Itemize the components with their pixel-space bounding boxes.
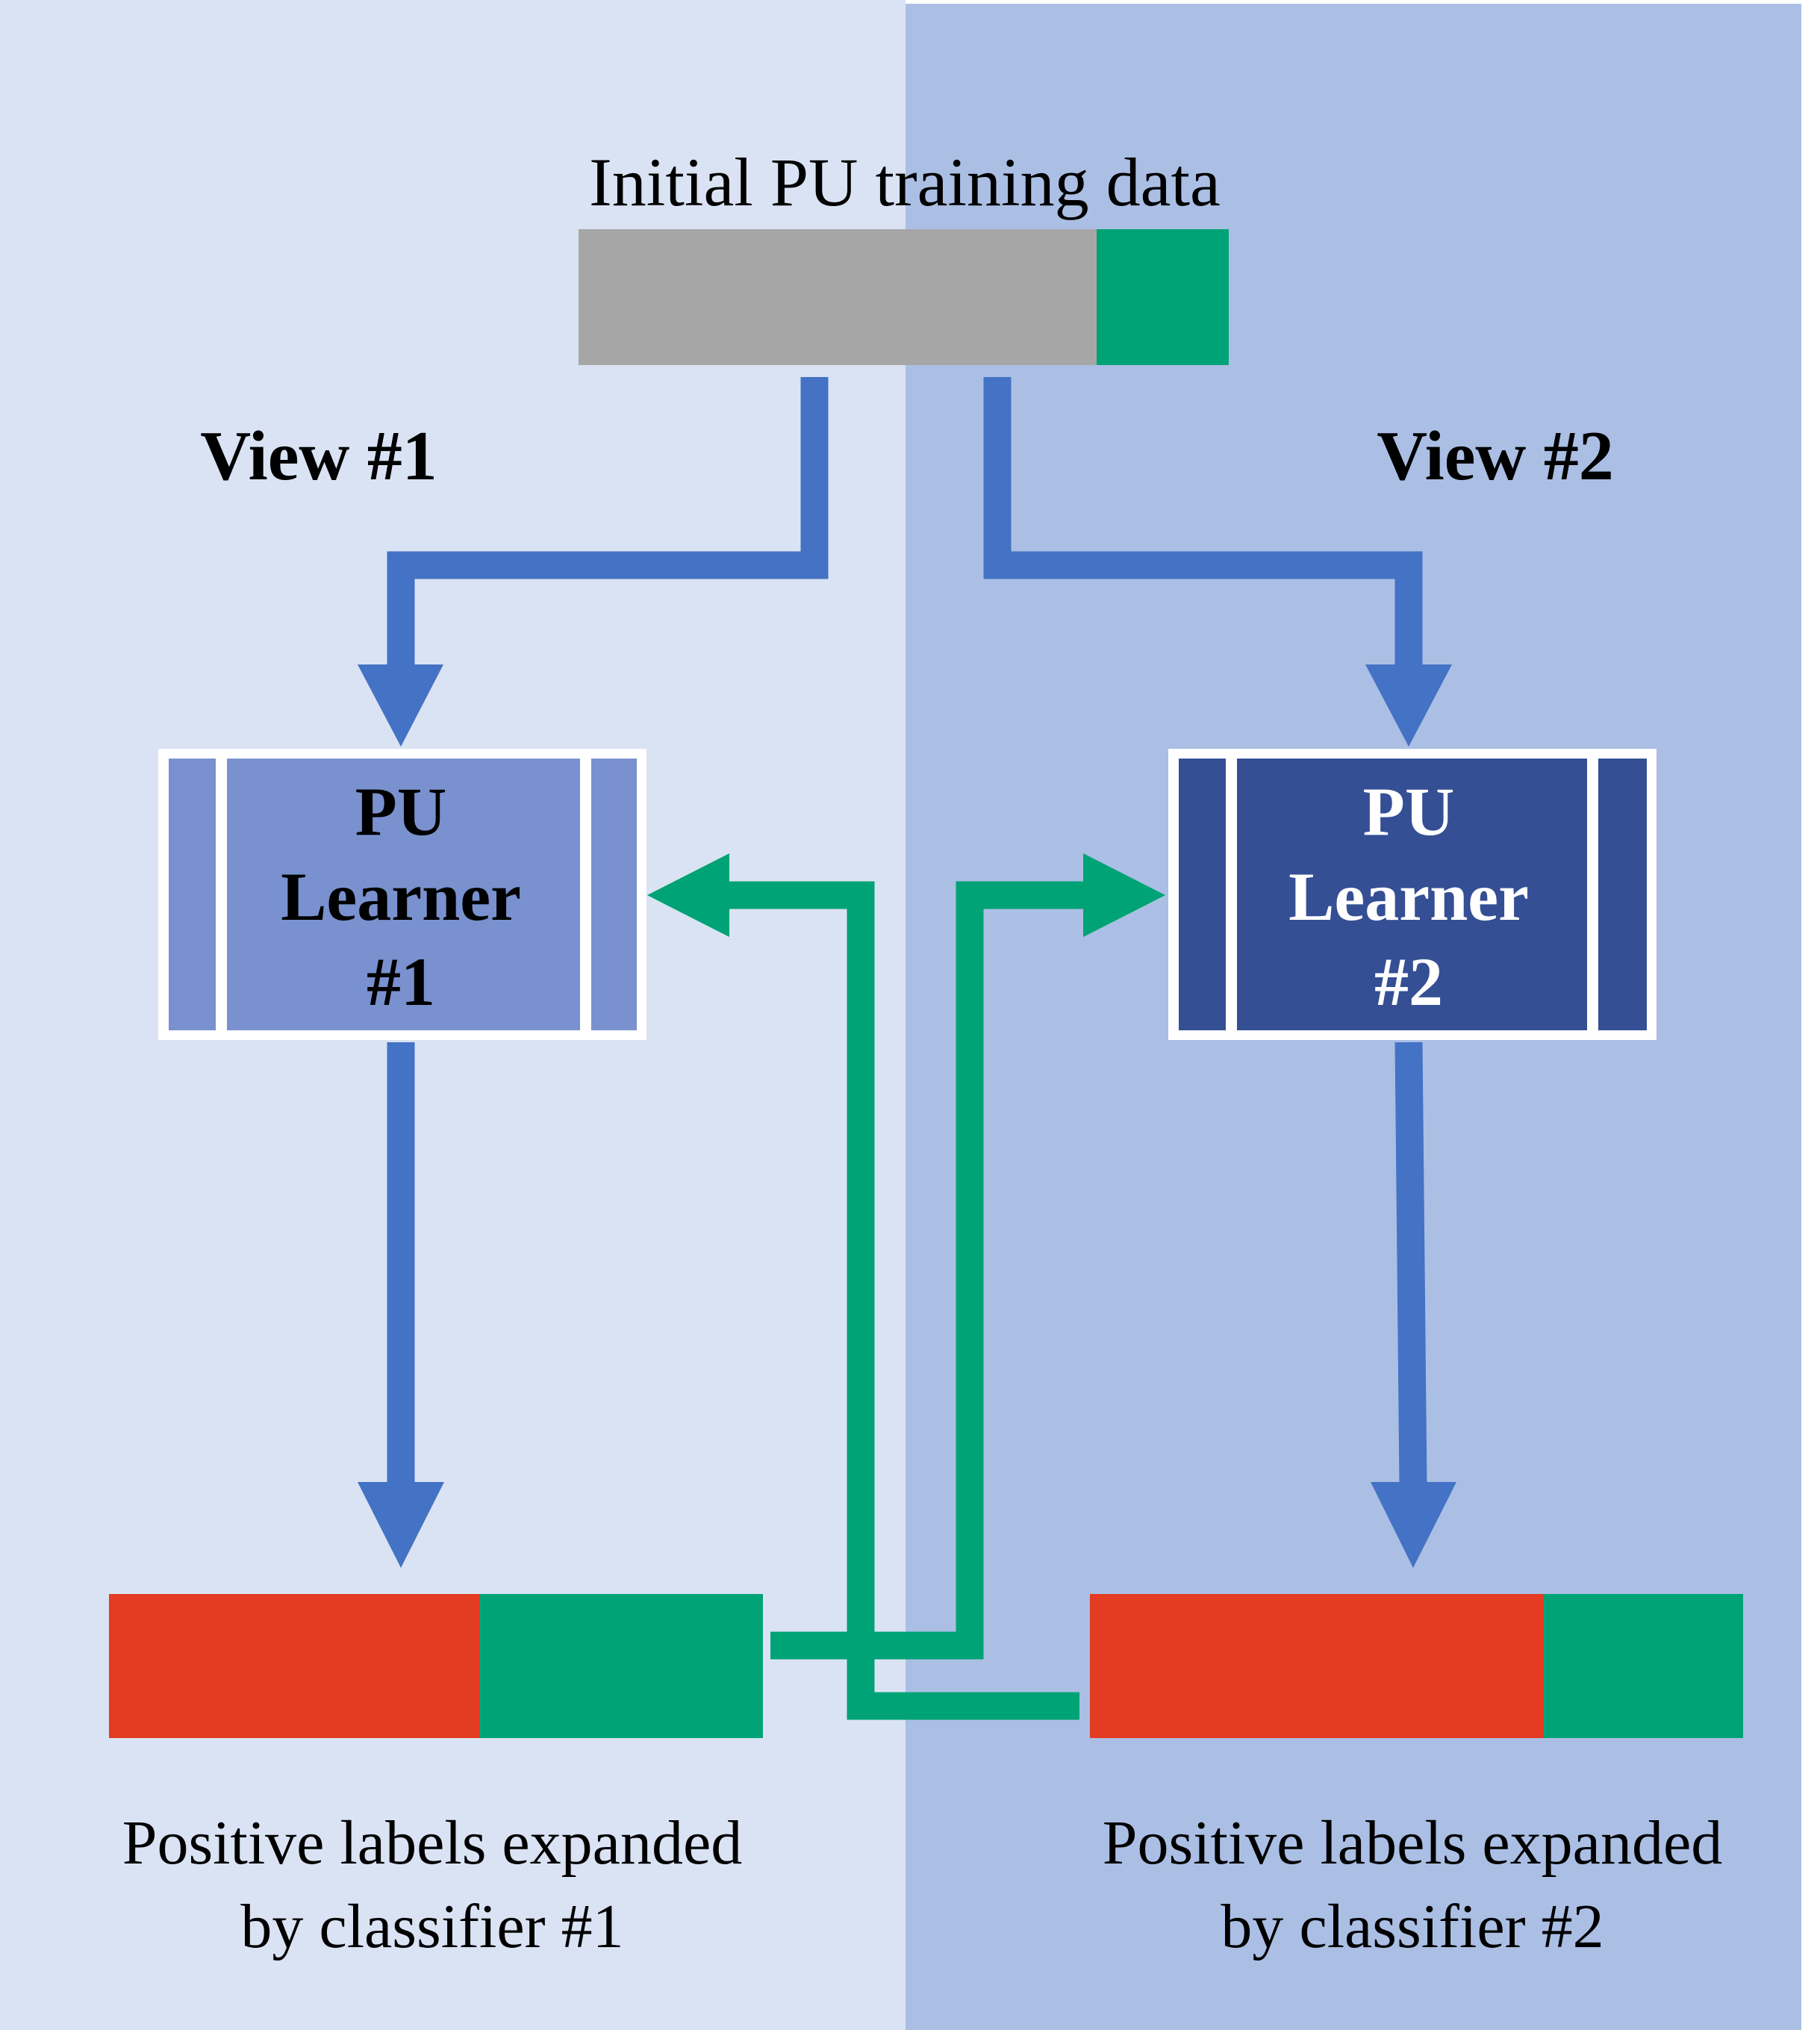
pu-learner-2: PU Learner #2 [1168, 749, 1657, 1040]
view2-label: View #2 [1377, 417, 1614, 495]
initial-data-title: Initial PU training data [589, 144, 1221, 220]
flow-arrow-data-to-learner1 [358, 377, 829, 747]
view1-label: View #1 [200, 417, 437, 495]
output2-negative-segment [1090, 1594, 1544, 1738]
exchange-arrow-output2-to-learner1 [647, 853, 1079, 1720]
pu-learner-1: PU Learner #1 [158, 749, 646, 1040]
output1-caption-line2: by classifier #1 [240, 1892, 623, 1961]
flow-arrow-learner2-to-output2 [1371, 1042, 1456, 1568]
initial-data-unlabeled-segment [579, 229, 1097, 365]
output2-caption-line2: by classifier #2 [1221, 1892, 1604, 1961]
exchange-arrow-output1-to-learner2 [770, 853, 1165, 1660]
learner2-line1: PU [1363, 773, 1455, 850]
flow-arrow-data-to-learner2 [983, 377, 1452, 747]
learner1-line1: PU [355, 773, 447, 850]
learner2-line2: Learner [1288, 859, 1529, 935]
flow-arrow-learner1-to-output1 [358, 1042, 444, 1568]
initial-data-positive-segment [1097, 229, 1229, 365]
learner1-line3: #1 [367, 944, 435, 1020]
output2-positive-segment [1544, 1594, 1743, 1738]
output1-negative-segment [109, 1594, 479, 1738]
output1-caption-line1: Positive labels expanded [122, 1808, 742, 1878]
output1-positive-segment [479, 1594, 763, 1738]
output2-caption-line1: Positive labels expanded [1103, 1808, 1722, 1878]
learner1-line2: Learner [281, 859, 521, 935]
learner2-line3: #2 [1374, 944, 1443, 1020]
